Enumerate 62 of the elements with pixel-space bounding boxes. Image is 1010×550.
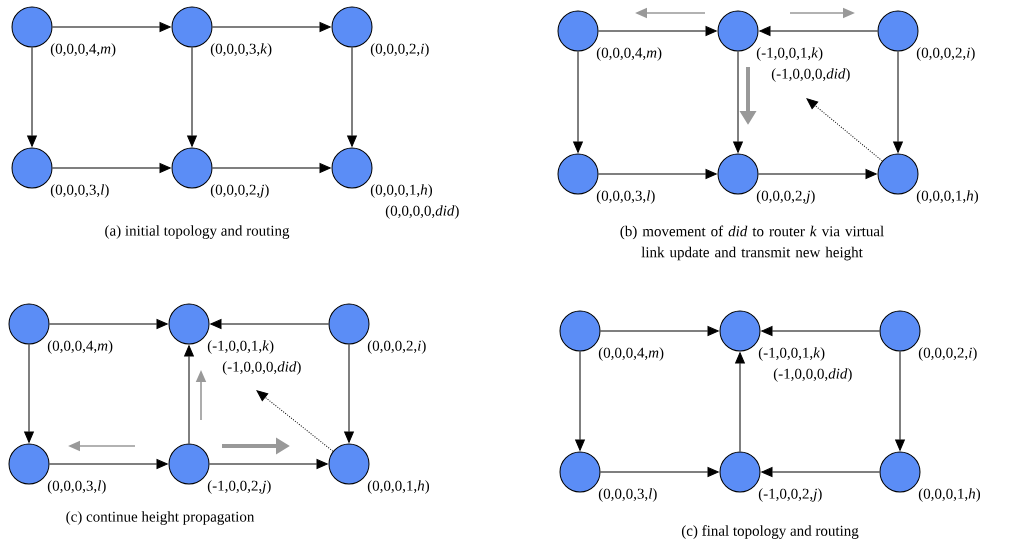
arrow — [733, 51, 743, 153]
arrow — [600, 467, 719, 477]
arrow — [758, 169, 877, 179]
arrow — [806, 98, 883, 162]
height-label: (0,0,0,1,h) — [916, 190, 979, 204]
arrow — [256, 390, 334, 452]
height-label: (0,0,0,3,l) — [598, 488, 657, 502]
arrow — [212, 22, 331, 32]
arrow — [344, 344, 354, 443]
arrow — [761, 467, 880, 477]
height-label: (0,0,0,2,j) — [210, 184, 269, 198]
arrow — [49, 459, 168, 469]
arrow — [600, 326, 719, 336]
arrow — [49, 319, 168, 329]
height-label: (0,0,0,4,m) — [598, 347, 664, 361]
arrow — [210, 319, 329, 329]
caption: (c) final topology and routing — [681, 525, 859, 539]
arrow — [27, 47, 37, 147]
height-label: (0,0,0,3,l) — [47, 480, 106, 494]
height-label: (-1,0,0,1,k) — [756, 47, 823, 61]
arrow — [893, 51, 903, 153]
height-label: (-1,0,0,0,did) — [771, 68, 850, 82]
height-label: (0,0,0,3,k) — [210, 43, 272, 57]
arrow — [24, 344, 34, 443]
height-label: (0,0,0,1,h) — [370, 184, 433, 198]
caption: (a) initial topology and routing — [105, 225, 290, 239]
arrow — [52, 22, 171, 32]
arrow — [187, 47, 197, 147]
arrow — [575, 351, 585, 451]
height-label: (0,0,0,3,l) — [50, 184, 109, 198]
caption: (b) movement of did to router k via virtual link update and transmit new height — [620, 225, 884, 261]
height-label: (-1,0,0,0,did) — [773, 368, 852, 382]
height-label: (0,0,0,1,h) — [367, 480, 430, 494]
height-label: (0,0,0,0,did) — [385, 205, 459, 219]
height-label: (0,0,0,4,m) — [596, 47, 662, 61]
height-label: (0,0,0,1,h) — [918, 488, 981, 502]
arrow — [212, 163, 331, 173]
height-label: (0,0,0,4,m) — [50, 43, 116, 57]
arrow — [598, 26, 717, 36]
arrow — [735, 352, 745, 452]
height-label: (0,0,0,2,j) — [756, 190, 815, 204]
height-label: (-1,0,0,2,j) — [758, 488, 822, 502]
arrow — [761, 326, 880, 336]
arrow — [598, 169, 717, 179]
height-label: (-1,0,0,1,k) — [207, 340, 274, 354]
arrow — [759, 26, 878, 36]
height-label: (0,0,0,3,l) — [596, 190, 655, 204]
height-label: (0,0,0,2,i) — [916, 47, 975, 61]
arrow — [347, 47, 357, 147]
height-label: (0,0,0,2,i) — [918, 347, 977, 361]
height-label: (-1,0,0,1,k) — [758, 347, 825, 361]
arrow — [209, 459, 328, 469]
height-label: (-1,0,0,0,did) — [222, 361, 301, 375]
height-label: (0,0,0,2,i) — [367, 340, 426, 354]
arrow — [184, 345, 194, 444]
arrow — [895, 351, 905, 451]
arrow — [52, 163, 171, 173]
height-label: (0,0,0,4,m) — [47, 340, 113, 354]
arrow — [573, 51, 583, 153]
height-label: (-1,0,0,2,j) — [207, 480, 271, 494]
caption: (c) continue height propagation — [66, 511, 255, 525]
height-label: (0,0,0,2,i) — [370, 43, 429, 57]
